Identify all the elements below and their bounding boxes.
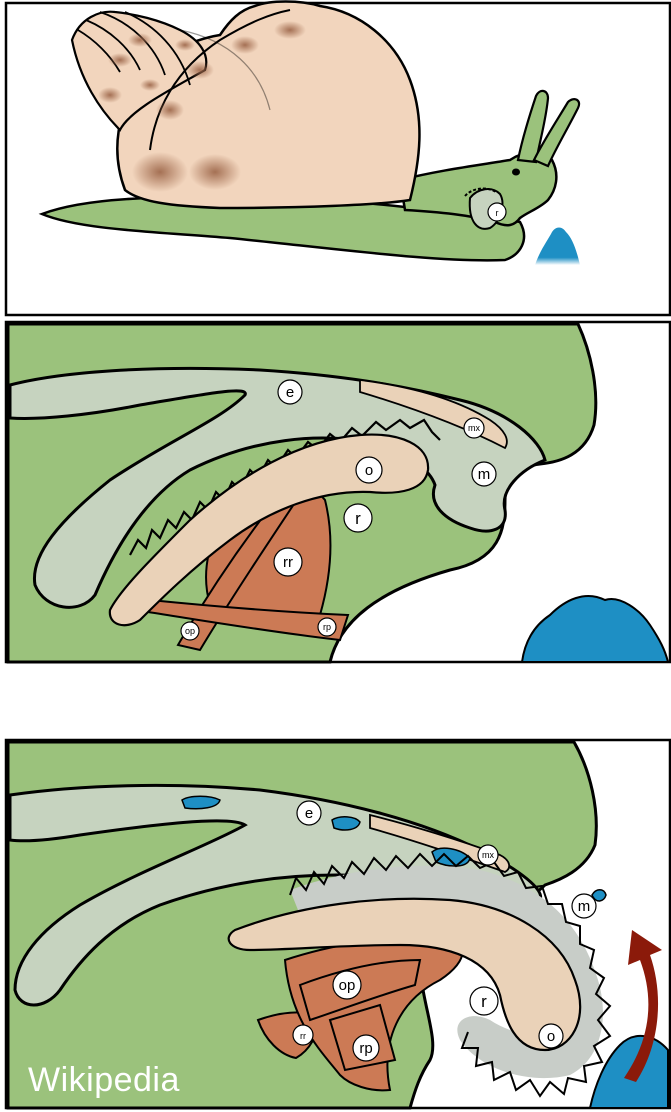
eye: [512, 169, 520, 176]
label-r-panel1: r: [496, 208, 499, 218]
label-e-panel2: e: [286, 384, 294, 401]
label-rp-panel3: rp: [359, 1040, 372, 1057]
label-m-panel3: m: [578, 898, 591, 915]
label-r-panel2: r: [355, 509, 361, 528]
wikipedia-watermark: Wikipedia: [28, 1060, 180, 1100]
label-rp-panel2: rp: [323, 622, 331, 632]
label-o-panel3: o: [547, 1028, 555, 1045]
panel-snail-overview: r: [6, 2, 670, 316]
label-mx-panel3: mx: [482, 850, 494, 860]
label-e-panel3: e: [305, 805, 313, 822]
panel-radula-feeding: e mx m op r o rr rp: [6, 740, 670, 1108]
label-r-panel3: r: [481, 992, 487, 1011]
label-rr-panel2: rr: [283, 554, 293, 571]
label-rr-panel3: rr: [300, 1031, 306, 1041]
label-op-panel2: op: [185, 626, 195, 636]
panel-radula-rest: e mx m o r rr op rp: [6, 322, 670, 662]
label-mx-panel2: mx: [468, 423, 480, 433]
food-fragment-2: [332, 817, 360, 830]
label-m-panel2: m: [478, 466, 491, 483]
label-o-panel2: o: [365, 462, 373, 479]
label-op-panel3: op: [339, 977, 356, 994]
